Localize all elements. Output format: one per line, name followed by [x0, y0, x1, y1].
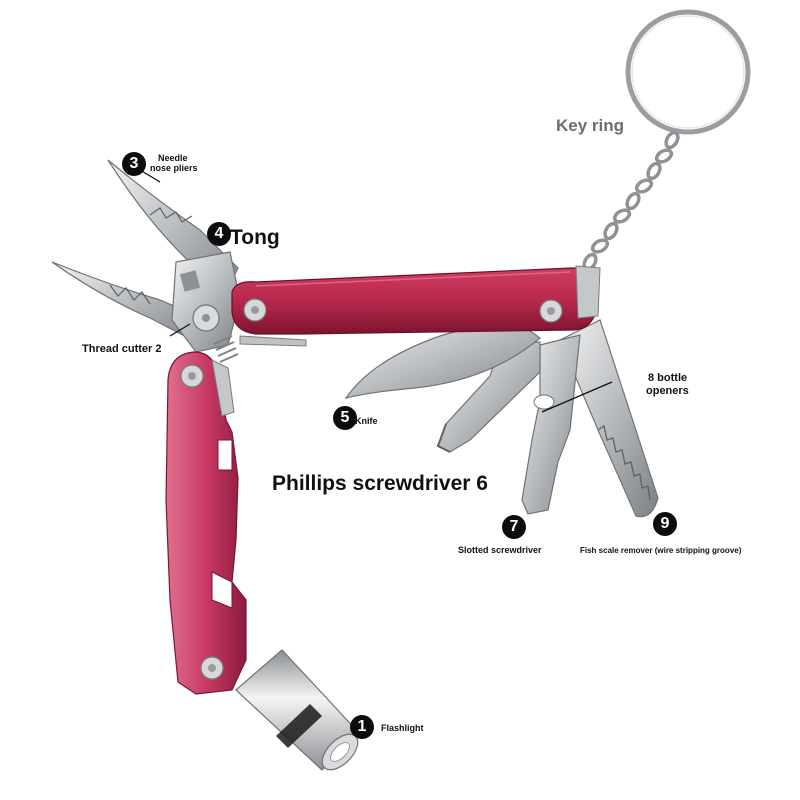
key-ring-icon — [625, 9, 751, 135]
slotted-screwdriver-label: Slotted screwdriver — [458, 545, 542, 555]
tong-label: Tong — [230, 226, 280, 249]
fish-scale-remover-label: Fish scale remover (wire stripping groov… — [580, 546, 742, 555]
badge-3: 3 — [122, 152, 146, 176]
spring-coil — [213, 335, 239, 363]
lower-handle — [165, 351, 247, 695]
flashlight-label: Flashlight — [381, 723, 424, 733]
badge-4: 4 — [207, 222, 231, 246]
badge-9: 9 — [653, 512, 677, 536]
upper-handle — [231, 265, 601, 347]
badge-5: 5 — [333, 406, 357, 430]
fish-scale-remover-blade — [559, 319, 659, 518]
flashlight-icon — [235, 649, 359, 771]
plier-jaws — [51, 159, 241, 353]
bottle-opener-tool — [521, 334, 581, 515]
knife-label: Knife — [355, 416, 378, 426]
badge-7: 7 — [502, 515, 526, 539]
bottle-openers-label-line1: 8 bottle — [648, 372, 688, 384]
bottle-openers-label-line2: openers — [646, 385, 689, 397]
thread-cutter-label: Thread cutter 2 — [82, 343, 162, 355]
key-ring-label: Key ring — [556, 116, 625, 135]
needle-nose-pliers-label-line1: Needle — [158, 153, 188, 163]
leader-lines — [139, 169, 613, 413]
badge-1: 1 — [350, 715, 374, 739]
phillips-screwdriver-label: Phillips screwdriver 6 — [272, 472, 488, 495]
needle-nose-pliers-label-line2: nose pliers — [150, 163, 198, 173]
chain-icon — [582, 130, 680, 272]
phillips-screwdriver-blade — [436, 341, 541, 453]
